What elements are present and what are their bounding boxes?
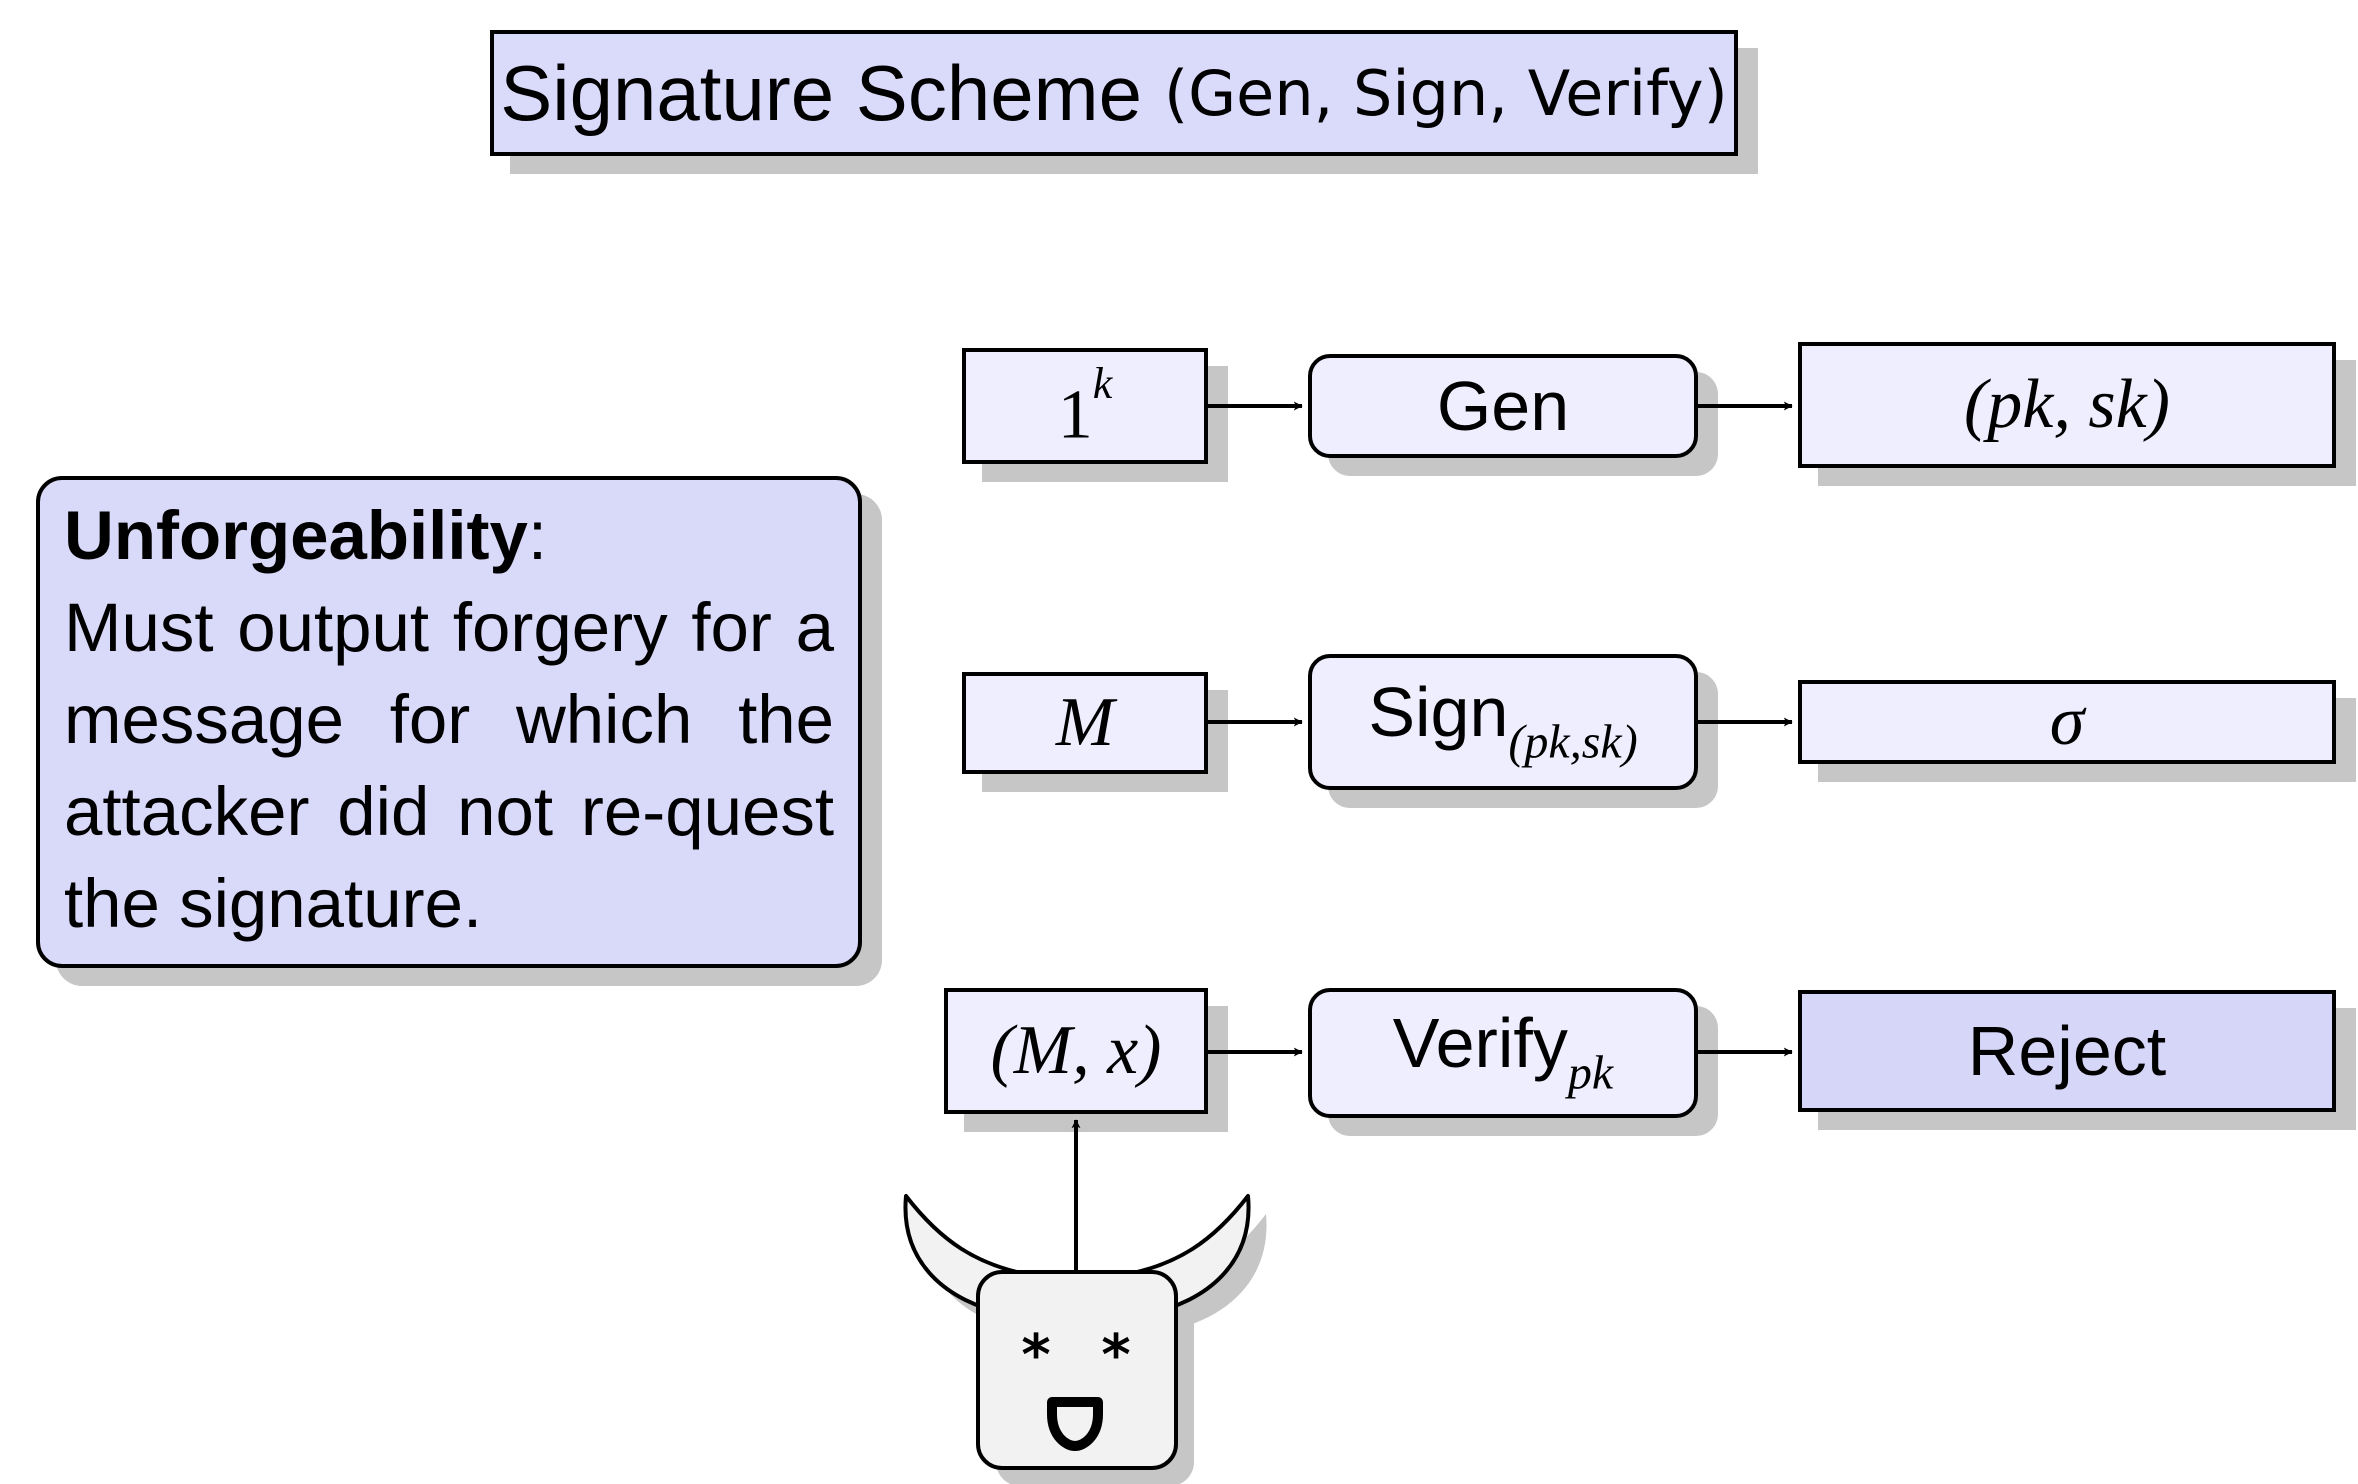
forgery-box: (M, x) [944,988,1208,1114]
callout-heading: Unforgeability: [64,497,548,574]
sign-box: Sign(pk,sk) [1308,654,1698,790]
message-label: M [1055,684,1115,761]
keypair-label: (pk, sk) [1963,366,2170,443]
keypair-box: (pk, sk) [1798,342,2336,468]
title-box: Signature Scheme (Gen, Sign, Verify) [490,30,1738,156]
title-main: Signature Scheme [500,48,1142,137]
bull-head-icon: * * [903,1194,1267,1484]
security-parameter-label: 1k [1057,358,1113,454]
verify-box: Verifypk [1308,988,1698,1118]
security-parameter-box: 1k [962,348,1208,464]
callout-body: Must output forgery for a message for wh… [64,589,834,942]
title-args: (Gen, Sign, Verify) [1163,56,1728,130]
signature-box: σ [1798,680,2336,764]
attacker-eye-left: * [1021,1323,1050,1388]
verify-label: Verifypk [1392,1004,1614,1100]
reject-box: Reject [1798,990,2336,1112]
sign-label: Sign(pk,sk) [1368,673,1638,769]
message-box: M [962,672,1208,774]
gen-label: Gen [1436,367,1570,445]
reject-label: Reject [1967,1012,2167,1090]
attacker-mouth [1047,1397,1103,1451]
attacker-eye-right: * [1101,1323,1130,1388]
gen-box: Gen [1308,354,1698,458]
forgery-label: (M, x) [990,1012,1162,1089]
unforgeability-callout: Unforgeability: Must output forgery for … [36,476,862,968]
signature-label: σ [2049,683,2085,760]
